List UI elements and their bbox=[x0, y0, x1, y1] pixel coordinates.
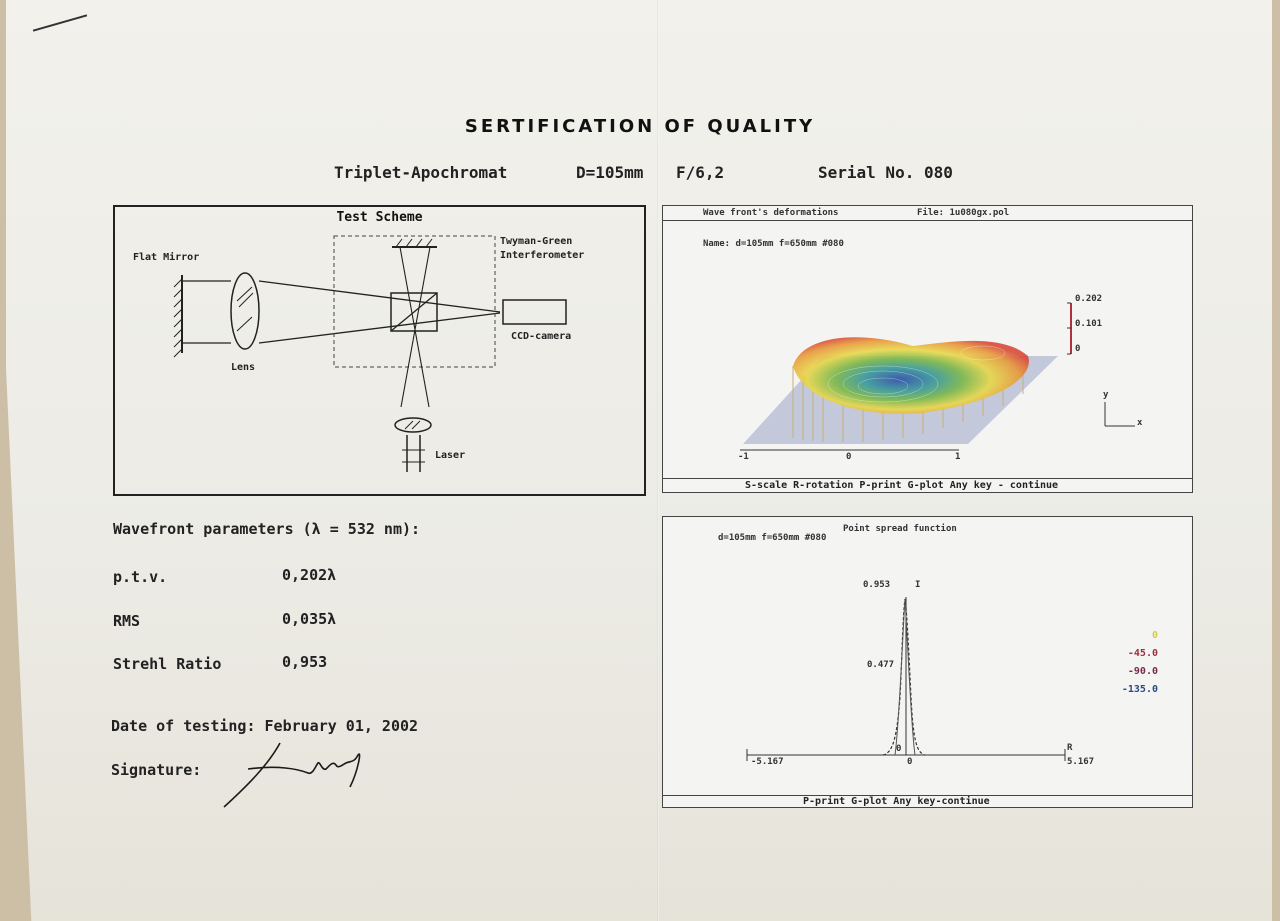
parameters-heading: Wavefront parameters (λ = 532 nm): bbox=[113, 520, 421, 538]
psf-x-max: 5.167 bbox=[1067, 757, 1095, 767]
wavefront-surface bbox=[793, 337, 1029, 414]
ptv-value: 0,202λ bbox=[282, 566, 337, 584]
wavefront-plot bbox=[740, 302, 1135, 451]
psf-zero-label: 0 bbox=[896, 744, 902, 754]
paper-fold bbox=[657, 0, 659, 921]
psf-x-zero: 0 bbox=[907, 757, 913, 767]
laser-label: Laser bbox=[435, 450, 466, 461]
product-name: Triplet-Apochromat bbox=[334, 163, 508, 182]
wavefront-status-bar: S-scale R-rotation P-print G-plot Any ke… bbox=[663, 478, 1192, 493]
wavefront-title: Wave front's deformations bbox=[703, 208, 839, 218]
rms-label: RMS bbox=[113, 612, 141, 630]
psf-legend-item: -45.0 bbox=[1127, 648, 1158, 659]
wavefront-walls bbox=[792, 366, 1024, 442]
psf-title: Point spread function bbox=[843, 524, 957, 534]
psf-legend-item: -90.0 bbox=[1127, 666, 1158, 677]
scale-tick-max: 0.202 bbox=[1075, 294, 1103, 304]
scale-tick-mid: 0.101 bbox=[1075, 319, 1103, 329]
x-tick-zero: 0 bbox=[846, 452, 852, 462]
psf-legend-item: 0 bbox=[1151, 630, 1158, 641]
laser-lens bbox=[394, 417, 432, 433]
flat-mirror-label: Flat Mirror bbox=[133, 252, 200, 263]
psf-plot bbox=[746, 597, 1066, 761]
lens-label: Lens bbox=[231, 362, 256, 373]
psf-peak-label: 0.953 bbox=[863, 580, 891, 590]
psf-half-label: 0.477 bbox=[867, 660, 895, 670]
wavefront-file: File: 1u080gx.pol bbox=[917, 208, 1010, 218]
psf-legend: 0 -45.0 -90.0 -135.0 bbox=[1122, 627, 1158, 699]
diameter: D=105mm bbox=[576, 163, 644, 182]
interferometer-box bbox=[333, 235, 496, 368]
scale-tick-zero: 0 bbox=[1075, 344, 1081, 354]
rms-value: 0,035λ bbox=[282, 610, 337, 628]
ccd-label: CCD-camera bbox=[511, 331, 572, 342]
date-of-testing: Date of testing: February 01, 2002 bbox=[111, 717, 419, 735]
psf-name: d=105mm f=650mm #080 bbox=[718, 533, 827, 543]
psf-screen: Point spread function d=105mm f=650mm #0… bbox=[662, 516, 1193, 808]
psf-x-min: -5.167 bbox=[751, 757, 784, 767]
wavefront-status-text: S-scale R-rotation P-print G-plot Any ke… bbox=[745, 480, 1059, 491]
x-tick-max: 1 bbox=[955, 452, 961, 462]
test-scheme-title: Test Scheme bbox=[336, 210, 423, 225]
psf-status-text: P-print G-plot Any key-continue bbox=[803, 796, 990, 807]
x-tick-min: -1 bbox=[738, 452, 749, 462]
test-scheme-diagram bbox=[173, 235, 567, 472]
ccd-camera bbox=[502, 299, 567, 325]
focal-ratio: F/6,2 bbox=[676, 163, 725, 182]
handwritten-signature bbox=[223, 742, 361, 808]
signature-label: Signature: bbox=[111, 761, 202, 779]
serial-number: Serial No. 080 bbox=[818, 163, 953, 182]
ptv-label: p.t.v. bbox=[113, 568, 168, 586]
psf-status-bar: P-print G-plot Any key-continue bbox=[663, 795, 1192, 808]
beam-lines bbox=[182, 280, 501, 344]
wavefront-screen: Wave front's deformations File: 1u080gx.… bbox=[662, 205, 1193, 493]
mirror-hatching bbox=[173, 278, 183, 358]
psf-legend-item: -135.0 bbox=[1121, 684, 1158, 695]
lens-shape bbox=[230, 272, 260, 350]
interferometer-label-2: Interferometer bbox=[500, 250, 585, 261]
strehl-label: Strehl Ratio bbox=[113, 655, 222, 673]
psf-i-label: I bbox=[915, 580, 921, 590]
wavefront-name: Name: d=105mm f=650mm #080 bbox=[703, 239, 844, 249]
interferometer-label-1: Twyman-Green bbox=[500, 236, 573, 247]
psf-curve-solid bbox=[894, 598, 916, 756]
axis-x-label: x bbox=[1137, 418, 1143, 428]
test-scheme-box: Test Scheme bbox=[113, 205, 646, 496]
document-title: SERTIFICATION OF QUALITY bbox=[464, 116, 816, 137]
wavefront-header: Wave front's deformations File: 1u080gx.… bbox=[663, 206, 1192, 221]
axis-y-label: y bbox=[1103, 390, 1109, 400]
psf-r-label: R bbox=[1067, 743, 1073, 753]
strehl-value: 0,953 bbox=[282, 653, 328, 671]
beam-splitter bbox=[390, 292, 438, 332]
